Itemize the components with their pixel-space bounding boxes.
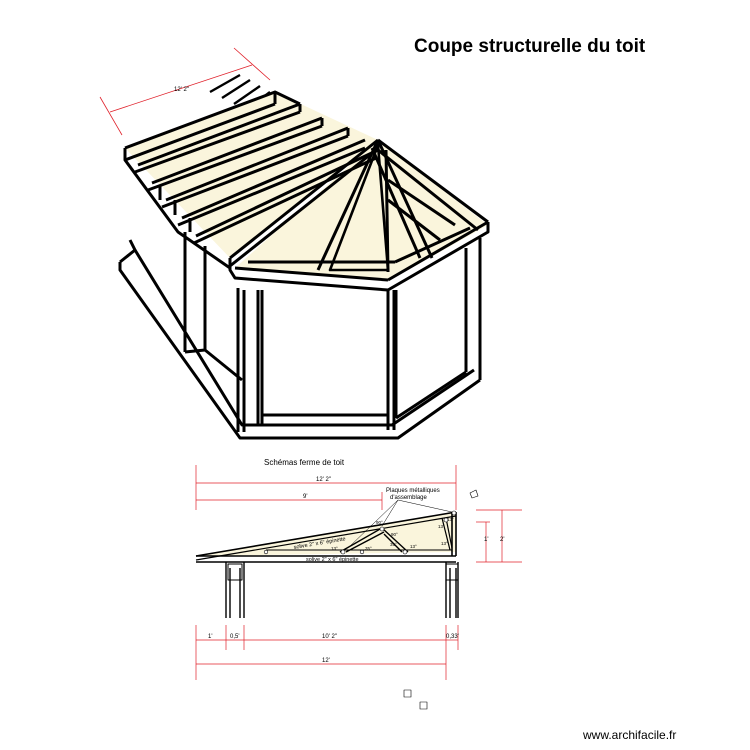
flat-roof-frame	[123, 90, 379, 270]
plate-leaders	[347, 499, 453, 549]
truss-diagram: 12' 2" 9' 1' 2' 1' 0,5' 10' 2" 0,33' 12'…	[195, 465, 522, 710]
dim-bottom-left: 1'	[208, 634, 212, 640]
angle-label: 35°	[365, 546, 372, 551]
page-title: Coupe structurelle du toit	[414, 36, 646, 57]
dim-bottom-right: 0,33'	[446, 634, 459, 640]
joist-bottom-label: solive 2" x 6" épinette	[306, 557, 359, 563]
plates-label-line: d'assemblage	[390, 495, 427, 501]
dim-top-partial: 9'	[303, 494, 307, 500]
plates-label: Plaques métalliques d'assemblage	[386, 488, 440, 502]
dim-top-total: 12' 2"	[316, 477, 331, 483]
iso-dimension-label: 12' 2"	[174, 87, 189, 93]
dim-bottom-post: 0,5'	[230, 634, 240, 640]
plates-label-line: Plaques métalliques	[386, 488, 440, 494]
angle-label: 35°	[390, 542, 397, 547]
angle-label: 13°	[331, 546, 338, 551]
small-square	[419, 701, 428, 710]
angle-label: 90°	[391, 532, 398, 537]
small-mark	[469, 489, 479, 499]
gazebo-walls	[118, 232, 482, 440]
angle-label: 13°	[410, 544, 417, 549]
small-square	[403, 689, 412, 698]
credit-link[interactable]: www.archifacile.fr	[583, 728, 677, 742]
angle-label: 13°	[441, 541, 448, 546]
angle-label: 13°	[438, 524, 445, 529]
angle-label: 90°	[376, 520, 383, 525]
dim-bottom-mid: 10' 2"	[322, 634, 337, 640]
dim-height-inner: 1'	[484, 537, 488, 543]
hip-roof	[228, 138, 490, 292]
truss-dimensions	[195, 465, 522, 680]
iso-dimension	[99, 47, 271, 136]
angle-label: 13°	[447, 517, 454, 522]
truss-members	[195, 511, 457, 563]
isometric-gazebo: 12' 2"	[99, 47, 490, 440]
metal-plates	[263, 510, 457, 555]
truss-title: Schémas ferme de toit	[264, 458, 345, 467]
dim-bottom-total: 12'	[322, 658, 330, 664]
truss-posts	[225, 562, 459, 618]
dim-height-outer: 2'	[500, 537, 504, 543]
